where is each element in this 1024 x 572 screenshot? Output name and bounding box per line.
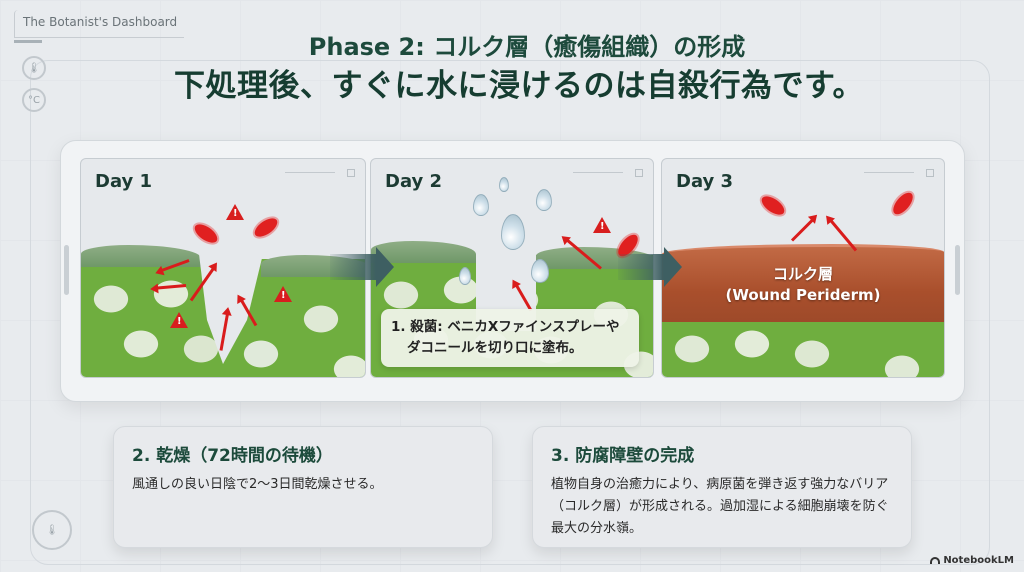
callout-line-1: 1. 殺菌: ベニカXファインスプレーや [391, 319, 620, 335]
panel-day-3: Day 3 コルク層 (Wound Periderm) [661, 158, 945, 378]
callout-line-2: ダコニールを切り口に塗布。 [407, 340, 583, 356]
warning-headline: 下処理後、すぐに水に浸けるのは自殺行為です。 [174, 68, 864, 104]
water-drop-icon [531, 259, 549, 283]
notebooklm-icon [930, 557, 941, 564]
brand-label: The Botanist's Dashboard [14, 10, 184, 38]
warning-icon: ! [170, 312, 188, 328]
warning-icon: ! [593, 217, 611, 233]
bacteria-icon [251, 214, 281, 241]
card-body: 風通しの良い日陰で2〜3日間乾燥させる。 [132, 477, 383, 492]
water-drop-icon [501, 214, 525, 250]
logo-text: NotebookLM [943, 555, 1014, 566]
cork-label-en: (Wound Periderm) [725, 285, 881, 304]
card-heading: 2. 乾燥（72時間の待機） [132, 446, 333, 466]
sterilize-callout: 1. 殺菌: ベニカXファインスプレーや ダコニールを切り口に塗布。 [381, 309, 639, 367]
hud-decoration [285, 169, 355, 179]
thermometer-gauge-icon: 🌡 [32, 510, 72, 550]
thermometer-icon: 🌡 [22, 56, 46, 80]
card-drying: 2. 乾燥（72時間の待機） 風通しの良い日陰で2〜3日間乾燥させる。 [113, 426, 493, 548]
card-barrier: 3. 防腐障壁の完成 植物自身の治癒力により、病原菌を弾き返す強力なバリア（コル… [532, 426, 912, 548]
panel-day-1: Day 1 ! ! ! [80, 158, 366, 378]
brand-underline [14, 40, 42, 43]
bacteria-icon [191, 220, 221, 247]
card-body: 植物自身の治癒力により、病原菌を弾き返す強力なバリア（コルク層）が形成される。過… [551, 477, 889, 536]
water-drop-icon [499, 177, 509, 192]
card-heading: 3. 防腐障壁の完成 [551, 446, 695, 466]
right-slot [955, 245, 960, 295]
cork-layer: コルク層 (Wound Periderm) [662, 244, 944, 322]
warning-icon: ! [226, 204, 244, 220]
deflect-arrow [790, 218, 815, 242]
water-drop-icon [459, 267, 471, 285]
bacteria-icon [758, 192, 788, 219]
notebooklm-logo: NotebookLM [930, 555, 1014, 566]
hud-decoration [864, 169, 934, 179]
day-label: Day 2 [385, 171, 443, 192]
day-label: Day 3 [676, 171, 734, 192]
step-arrow-2 [618, 247, 682, 287]
panel-day-2: Day 2 ! 1. 殺菌: ベニカXファインスプレーや ダコニールを切り口に塗… [370, 158, 654, 378]
cork-label: コルク層 [772, 264, 833, 283]
water-drop-icon [473, 194, 489, 216]
left-slot [64, 245, 69, 295]
title-block: Phase 2: コルク層（癒傷組織）の形成 下処理後、すぐに水に浸けるのは自殺… [0, 30, 1024, 108]
celsius-icon: °C [22, 88, 46, 112]
phase-title: Phase 2: コルク層（癒傷組織）の形成 [308, 33, 746, 61]
day-label: Day 1 [95, 171, 153, 192]
warning-icon: ! [274, 286, 292, 302]
hud-decoration [573, 169, 643, 179]
water-drop-icon [536, 189, 552, 211]
bacteria-icon [889, 189, 917, 218]
step-arrow-1 [330, 247, 394, 287]
